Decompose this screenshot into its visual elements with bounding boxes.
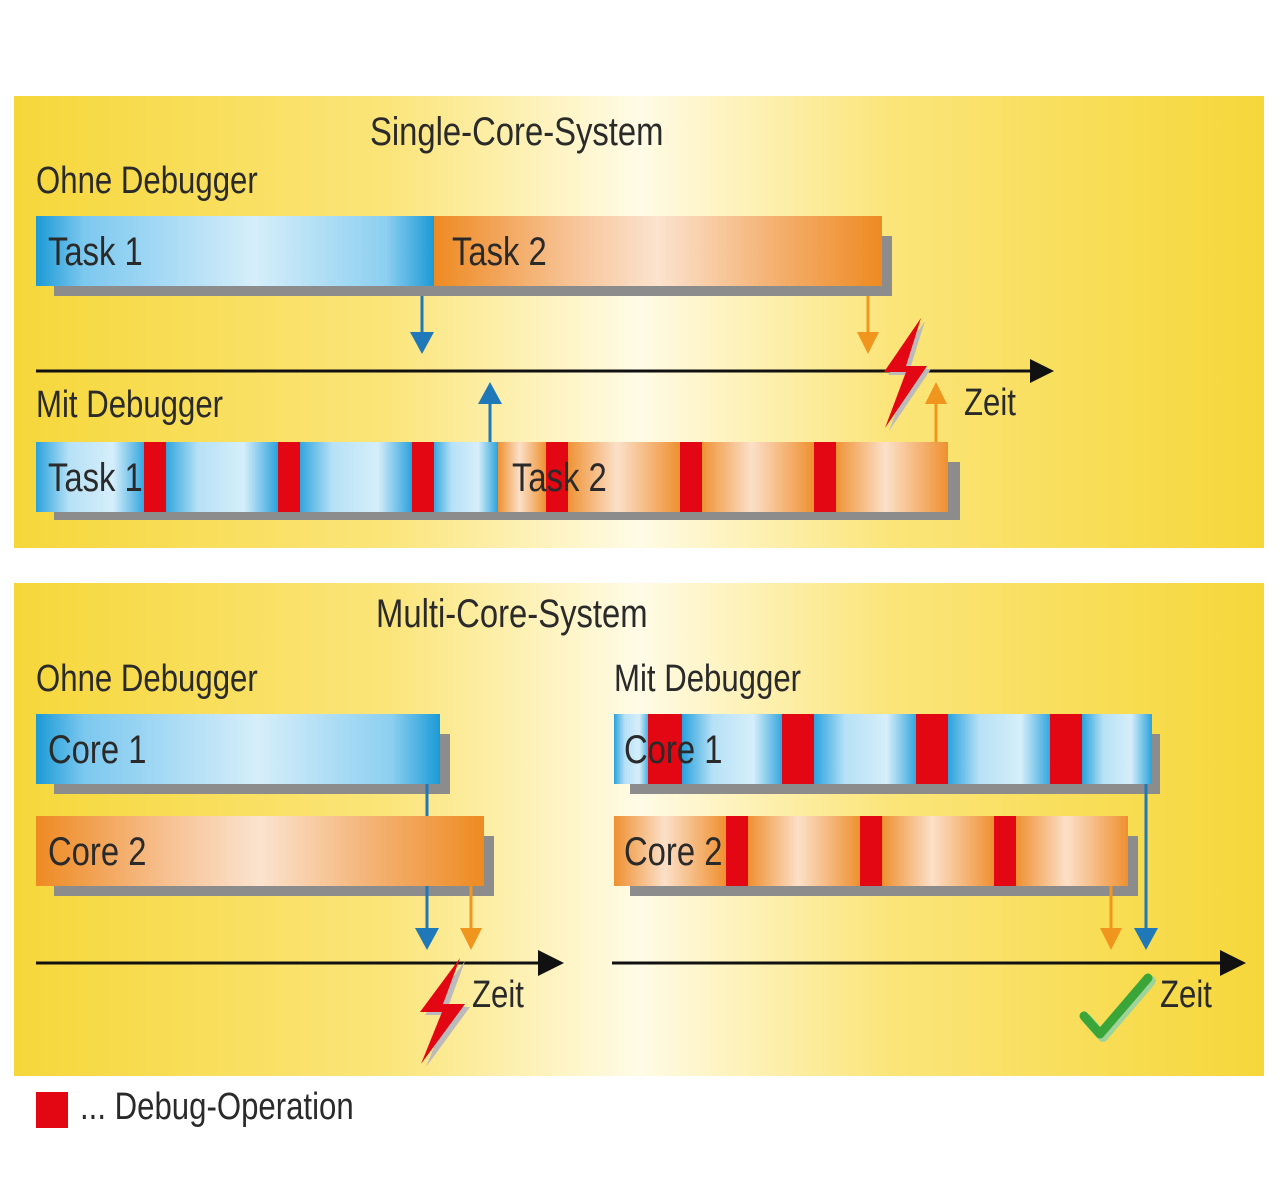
task1-segment [36,442,146,512]
task2-segment [834,442,948,512]
arrow-down-icon [460,928,482,950]
single-task2-label: Task 2 [452,230,547,274]
core1-segment [614,714,650,784]
core2-segment [748,816,860,886]
multi-right-time-axis [612,950,1246,976]
single-axis-label: Zeit [964,382,1016,424]
multi-left-axis-label: Zeit [472,974,524,1016]
single-debug-task1-label: Task 1 [48,456,143,500]
lightning-icon [420,958,470,1067]
arrow-down-icon [1100,928,1122,950]
legend-text: ... Debug-Operation [80,1086,354,1128]
core2-segment [882,816,994,886]
task2-segment [700,442,814,512]
debug-operation-marker [726,816,748,886]
multi-ohne-debugger-label: Ohne Debugger [36,658,258,700]
multi-core1-label: Core 1 [48,728,147,772]
single-mit-debugger-label: Mit Debugger [36,384,224,426]
arrow-right-icon [538,950,564,976]
core2-segment [614,816,726,886]
single-arrows [410,296,947,442]
single-time-axis [36,359,1054,383]
debug-operation-marker [814,442,836,512]
lightning-icon [884,318,931,431]
multi-without-debugger-bars [36,714,494,950]
arrow-down-icon [1134,928,1158,950]
debug-operation-marker [994,816,1016,886]
multi-with-debugger-bars [614,714,1160,950]
checkmark-icon [1079,973,1156,1042]
debug-operation-marker [546,442,568,512]
core1-bar [36,714,440,784]
task1-segment [298,442,412,512]
arrow-right-icon [1030,359,1054,383]
multi-core2-label: Core 2 [48,830,147,874]
core1-segment [682,714,784,784]
arrow-down-icon [857,332,879,354]
core2-segment [1016,816,1128,886]
single-without-debugger-bars [36,216,892,296]
debug-operation-marker [782,714,814,784]
task1-segment [432,442,498,512]
debug-operation-marker [648,714,682,784]
multi-mit-debugger-label: Mit Debugger [614,658,802,700]
debug-operation-marker [860,816,882,886]
single-core-title: Single-Core-System [370,110,664,154]
multi-core-title: Multi-Core-System [376,592,648,636]
core2-bar [36,816,484,886]
core1-segment [814,714,918,784]
task1-bar [36,216,434,286]
debug-operation-marker [916,714,948,784]
task2-bar [434,216,882,286]
task1-segment [164,442,278,512]
multi-right-axis-label: Zeit [1160,974,1212,1016]
debug-operation-marker [278,442,300,512]
arrow-right-icon [1220,950,1246,976]
debug-operation-marker [144,442,166,512]
single-task1-label: Task 1 [48,230,143,274]
multi-debug-core2-label: Core 2 [624,830,723,874]
arrow-down-icon [410,332,434,354]
single-ohne-debugger-label: Ohne Debugger [36,160,258,202]
debug-operation-marker [680,442,702,512]
arrow-up-icon [478,382,502,404]
single-with-debugger-bars [36,442,960,520]
task2-segment [566,442,680,512]
multi-debug-core1-label: Core 1 [624,728,723,772]
multi-left-time-axis [36,950,564,976]
arrow-up-icon [925,382,947,404]
core1-segment [1082,714,1152,784]
arrow-down-icon [415,928,439,950]
task2-segment [498,442,546,512]
single-debug-task2-label: Task 2 [512,456,607,500]
core1-segment [948,714,1052,784]
debug-operation-marker [412,442,434,512]
red-square-icon [36,1092,68,1128]
debug-operation-marker [1050,714,1082,784]
